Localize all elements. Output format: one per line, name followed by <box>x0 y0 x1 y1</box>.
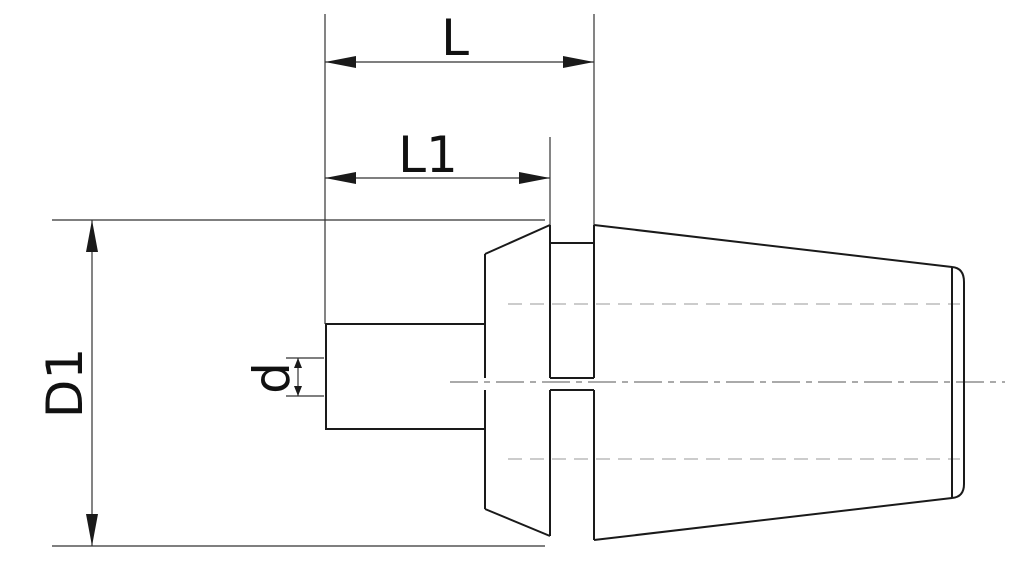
label-L: L <box>441 9 469 67</box>
extension-lines <box>52 14 595 547</box>
dimension-L: L <box>325 9 594 68</box>
shank-outline <box>325 323 484 430</box>
label-d: d <box>243 362 301 394</box>
label-L1: L1 <box>398 126 458 184</box>
label-D1: D1 <box>36 348 94 418</box>
front-flange <box>484 224 551 537</box>
groove-section <box>550 242 594 391</box>
dimension-L1: L1 <box>325 126 550 184</box>
dimension-D1: D1 <box>36 220 98 546</box>
dimension-d: d <box>243 358 302 396</box>
taper-body <box>593 224 965 541</box>
